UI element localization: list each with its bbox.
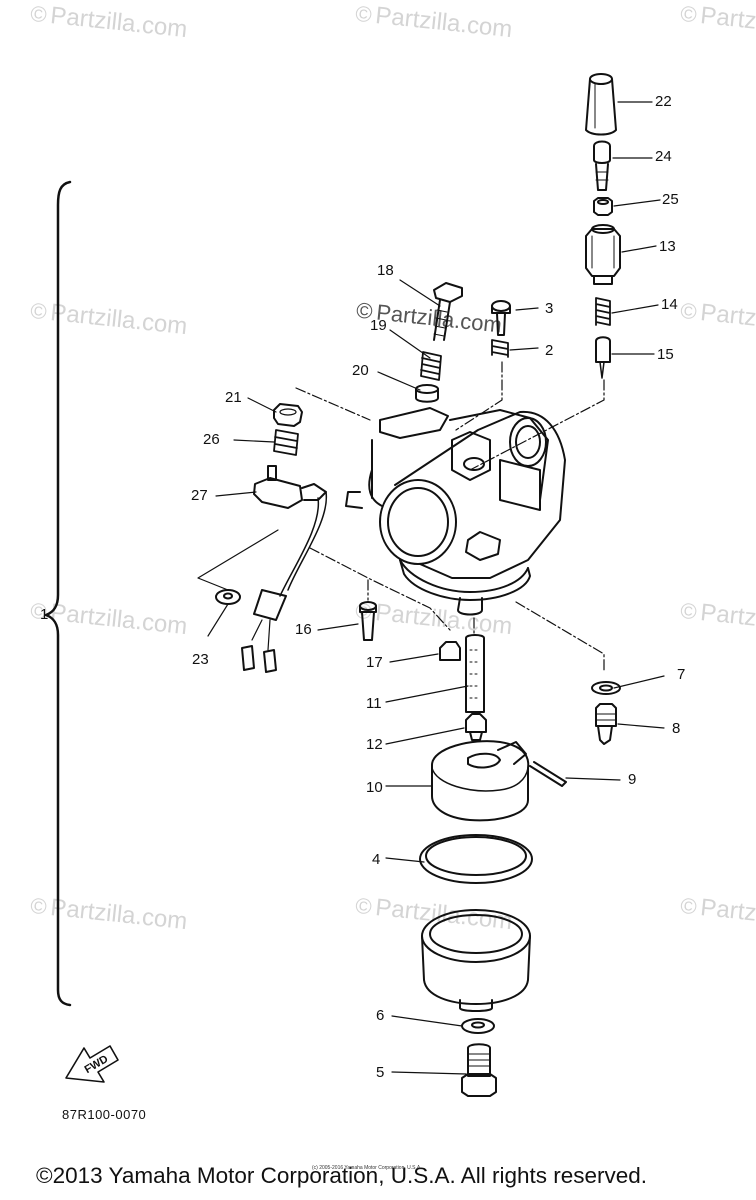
callout-18[interactable]: 18 bbox=[377, 262, 394, 279]
part-21-nut bbox=[273, 403, 303, 427]
callout-17[interactable]: 17 bbox=[366, 654, 383, 671]
carburetor-body bbox=[345, 407, 566, 616]
callout-2[interactable]: 2 bbox=[545, 342, 554, 359]
callout-24[interactable]: 24 bbox=[655, 148, 672, 165]
part-25-nut bbox=[593, 197, 613, 216]
callout-11[interactable]: 11 bbox=[366, 695, 382, 712]
part-2-spring bbox=[491, 339, 509, 358]
callout-4[interactable]: 4 bbox=[372, 851, 381, 868]
part-6-washer bbox=[461, 1018, 495, 1034]
part-19-spring bbox=[420, 351, 442, 381]
callout-6[interactable]: 6 bbox=[376, 1007, 385, 1024]
part-11-needle-jet bbox=[465, 634, 485, 713]
part-24-plunger bbox=[593, 140, 611, 191]
copyright-fine-print: (c) 2005-2016 Yamaha Motor Corporation, … bbox=[312, 1165, 422, 1171]
callout-25[interactable]: 25 bbox=[662, 191, 679, 208]
part-16-screw bbox=[359, 601, 377, 641]
part-10-float bbox=[431, 740, 530, 822]
part-18-screw bbox=[433, 282, 463, 341]
part-26-spring bbox=[273, 429, 299, 456]
part-13-nut bbox=[585, 224, 621, 285]
part-23-washer bbox=[215, 589, 241, 605]
float-bowl bbox=[421, 909, 531, 1012]
callout-16[interactable]: 16 bbox=[295, 621, 312, 638]
callout-21[interactable]: 21 bbox=[225, 389, 242, 406]
callout-5[interactable]: 5 bbox=[376, 1064, 385, 1081]
callout-13[interactable]: 13 bbox=[659, 238, 676, 255]
part-3-screw bbox=[491, 300, 511, 336]
fwd-arrow-icon: FWD bbox=[65, 1045, 119, 1083]
callout-1[interactable]: 1 bbox=[40, 606, 49, 623]
part-8-valve bbox=[595, 703, 617, 745]
part-5-bolt bbox=[461, 1043, 497, 1097]
assembly-lines bbox=[295, 361, 605, 673]
part-22-cap bbox=[585, 73, 617, 136]
part-14-spring bbox=[595, 297, 611, 326]
callout-8[interactable]: 8 bbox=[672, 720, 681, 737]
part-15-needle bbox=[595, 336, 611, 379]
callout-22[interactable]: 22 bbox=[655, 93, 672, 110]
leader-lines bbox=[215, 101, 665, 1075]
callout-20[interactable]: 20 bbox=[352, 362, 369, 379]
diagram-code: 87R100-0070 bbox=[62, 1107, 147, 1122]
callout-12[interactable]: 12 bbox=[366, 736, 383, 753]
callout-23[interactable]: 23 bbox=[192, 651, 209, 668]
part-23-leaders bbox=[197, 529, 279, 637]
part-27-sensor bbox=[241, 465, 328, 673]
copyright-notice: ©2013 Yamaha Motor Corporation, U.S.A. A… bbox=[36, 1163, 648, 1188]
part-4-gasket bbox=[419, 834, 533, 884]
part-12-main-jet bbox=[465, 713, 487, 741]
part-20-washer bbox=[415, 384, 439, 403]
callout-19[interactable]: 19 bbox=[370, 317, 387, 334]
part-17-jet bbox=[439, 641, 461, 661]
fwd-label: FWD bbox=[83, 1053, 111, 1076]
callout-10[interactable]: 10 bbox=[366, 779, 383, 796]
callout-27[interactable]: 27 bbox=[191, 487, 208, 504]
callout-15[interactable]: 15 bbox=[657, 346, 674, 363]
callout-14[interactable]: 14 bbox=[661, 296, 678, 313]
callout-3[interactable]: 3 bbox=[545, 300, 554, 317]
callout-26[interactable]: 26 bbox=[203, 431, 220, 448]
part-7-washer bbox=[591, 681, 621, 695]
part-9-pin bbox=[529, 761, 567, 787]
callout-9[interactable]: 9 bbox=[628, 771, 637, 788]
callout-7[interactable]: 7 bbox=[677, 666, 686, 683]
assembly-bracket bbox=[44, 180, 72, 1007]
